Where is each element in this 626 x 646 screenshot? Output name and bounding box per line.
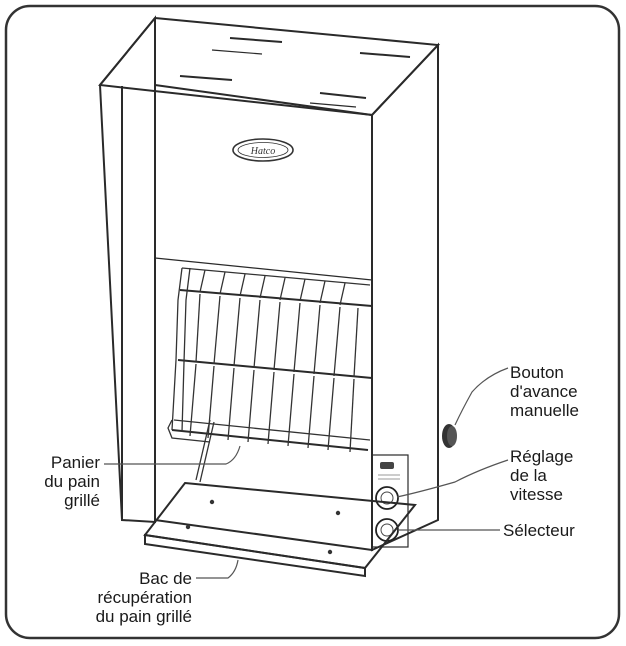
logo-inner	[237, 142, 289, 158]
label-basket: Panier du pain grillé	[44, 453, 100, 510]
label-tray: Bac de récupération du pain grillé	[96, 569, 192, 626]
label-speed: Réglage de la vitesse	[510, 447, 573, 504]
wire	[273, 301, 281, 371]
wire	[195, 293, 201, 363]
opening-edge	[154, 257, 373, 281]
wire	[333, 306, 341, 377]
basket-arm	[199, 421, 215, 483]
nameplate-icon	[380, 462, 394, 469]
wire	[327, 377, 335, 451]
tray-front	[144, 533, 366, 578]
label-line: grillé	[64, 491, 100, 510]
upper-wires	[199, 269, 346, 306]
wire	[233, 297, 241, 367]
basket-arm	[195, 419, 211, 481]
wire	[267, 371, 275, 445]
wire	[213, 295, 221, 365]
vent	[211, 49, 263, 55]
basket-rail	[181, 267, 371, 286]
basket-rail	[173, 419, 371, 441]
vent	[229, 37, 283, 43]
label-line: Bouton	[510, 363, 564, 382]
basket-rail	[177, 359, 373, 379]
logo-badge	[232, 138, 294, 162]
label-line: récupération	[97, 588, 192, 607]
speed-knob[interactable]	[375, 486, 399, 510]
vent	[359, 52, 411, 58]
label-line: du pain	[44, 472, 100, 491]
lower-wires	[189, 363, 355, 453]
basket-side	[181, 267, 191, 433]
wire	[293, 302, 301, 373]
toast-tray	[143, 481, 417, 578]
label-line: Sélecteur	[503, 521, 575, 540]
knob-inner	[380, 491, 394, 505]
wire	[287, 373, 295, 447]
basket-lip	[167, 419, 211, 443]
logo-text: Hatco	[250, 146, 275, 157]
wire	[199, 269, 206, 293]
middle-wires	[195, 293, 359, 378]
label-line: Bac de	[139, 569, 192, 588]
vent	[179, 75, 233, 81]
leader-speed	[396, 459, 509, 498]
lid-vents	[179, 37, 411, 108]
brand-logo: Hatco	[232, 138, 294, 162]
wire	[259, 275, 266, 299]
wire	[307, 375, 315, 449]
wire-basket	[167, 267, 373, 483]
leader-tray	[196, 559, 239, 579]
label-advance: Bouton d'avance manuelle	[510, 363, 579, 420]
manual-advance-button[interactable]	[442, 424, 457, 448]
wire	[189, 363, 197, 437]
tray-hole	[327, 549, 333, 555]
diagram-border	[4, 4, 621, 640]
label-line: vitesse	[510, 485, 563, 504]
toaster-body: Hatco	[98, 15, 457, 578]
wire	[353, 307, 359, 378]
wire	[313, 304, 321, 375]
label-line: manuelle	[510, 401, 579, 420]
leader-basket	[104, 445, 241, 465]
tray-hole	[185, 524, 191, 530]
wire	[253, 299, 261, 369]
wire	[339, 282, 346, 306]
wire	[279, 277, 286, 301]
basket-rail	[171, 429, 369, 451]
vent	[319, 92, 367, 99]
label-line: d'avance	[510, 382, 578, 401]
wire	[239, 273, 246, 297]
advance-knob-face	[447, 426, 457, 446]
leader-advance	[454, 367, 509, 426]
round-knob-icon[interactable]	[375, 486, 399, 510]
tray-hole	[209, 499, 215, 505]
knob-inner	[380, 523, 394, 537]
label-line: Réglage	[510, 447, 573, 466]
wire	[227, 367, 235, 441]
label-line: de la	[510, 466, 547, 485]
label-line: du pain grillé	[96, 607, 192, 626]
wire	[319, 280, 326, 304]
wire	[349, 378, 355, 453]
wire	[247, 369, 255, 443]
label-selector: Sélecteur	[503, 521, 575, 540]
label-line: Panier	[51, 453, 100, 472]
wire	[219, 271, 226, 295]
basket-side	[171, 267, 183, 431]
vent	[309, 102, 357, 108]
leader-lines	[104, 367, 509, 579]
tray-hole	[335, 510, 341, 516]
wire	[299, 278, 306, 302]
